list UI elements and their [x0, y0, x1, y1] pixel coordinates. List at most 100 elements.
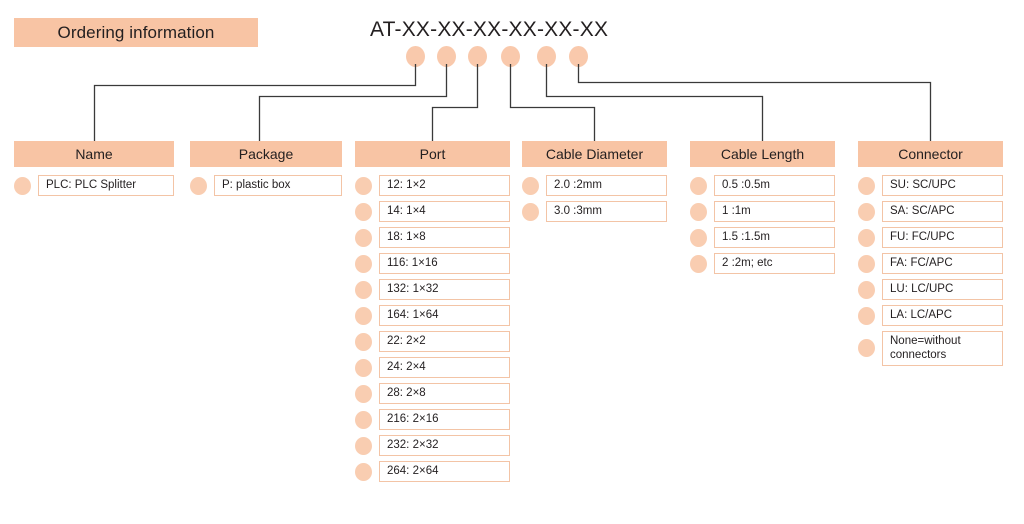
column-list-name: PLC: PLC Splitter: [14, 175, 174, 196]
list-item[interactable]: 3.0 :3mm: [522, 201, 667, 222]
column-cable-diameter: Cable Diameter 2.0 :2mm 3.0 :3mm: [522, 141, 667, 227]
bullet-icon: [858, 339, 875, 358]
bullet-icon: [858, 280, 875, 299]
list-item[interactable]: 132: 1×32: [355, 279, 510, 300]
column-header-cable-diameter: Cable Diameter: [522, 141, 667, 167]
column-package: Package P: plastic box: [190, 141, 342, 201]
column-list-cable-length: 0.5 :0.5m 1 :1m 1.5 :1.5m 2 :2m; etc: [690, 175, 835, 274]
list-item-label: LU: LC/UPC: [882, 279, 1003, 300]
bullet-icon: [14, 176, 31, 195]
list-item-label: 12: 1×2: [379, 175, 510, 196]
list-item[interactable]: SU: SC/UPC: [858, 175, 1003, 196]
bullet-icon: [355, 332, 372, 351]
list-item-label: 132: 1×32: [379, 279, 510, 300]
bullet-icon: [690, 176, 707, 195]
list-item[interactable]: 28: 2×8: [355, 383, 510, 404]
column-port: Port 12: 1×2 14: 1×4 18: 1×8 116: 1×16 1…: [355, 141, 510, 487]
bullet-icon: [858, 176, 875, 195]
list-item[interactable]: 1.5 :1.5m: [690, 227, 835, 248]
bullet-icon: [355, 254, 372, 273]
bullet-icon: [355, 410, 372, 429]
list-item-label: 24: 2×4: [379, 357, 510, 378]
list-item[interactable]: 12: 1×2: [355, 175, 510, 196]
part-segment-dot-2: [437, 46, 456, 67]
list-item[interactable]: 0.5 :0.5m: [690, 175, 835, 196]
part-segment-dot-1: [406, 46, 425, 67]
list-item-label: 2.0 :2mm: [546, 175, 667, 196]
list-item[interactable]: PLC: PLC Splitter: [14, 175, 174, 196]
list-item[interactable]: P: plastic box: [190, 175, 342, 196]
wire-to-package: [258, 64, 448, 141]
bullet-icon: [355, 280, 372, 299]
list-item-label: 22: 2×2: [379, 331, 510, 352]
list-item[interactable]: 232: 2×32: [355, 435, 510, 456]
column-list-cable-diameter: 2.0 :2mm 3.0 :3mm: [522, 175, 667, 222]
list-item-label: 14: 1×4: [379, 201, 510, 222]
list-item[interactable]: 18: 1×8: [355, 227, 510, 248]
wire-to-connector: [577, 64, 932, 141]
bullet-icon: [858, 254, 875, 273]
column-list-connector: SU: SC/UPC SA: SC/APC FU: FC/UPC FA: FC/…: [858, 175, 1003, 366]
part-segment-dot-4: [501, 46, 520, 67]
column-list-package: P: plastic box: [190, 175, 342, 196]
list-item-label: FA: FC/APC: [882, 253, 1003, 274]
wire-to-cable-length: [545, 64, 764, 141]
bullet-icon: [858, 228, 875, 247]
bullet-icon: [355, 176, 372, 195]
wire-to-port: [431, 64, 479, 141]
list-item[interactable]: SA: SC/APC: [858, 201, 1003, 222]
part-segment-dot-6: [569, 46, 588, 67]
bullet-icon: [522, 176, 539, 195]
bullet-icon: [355, 384, 372, 403]
part-number-code: AT-XX-XX-XX-XX-XX-XX: [370, 18, 609, 41]
list-item-label: 2 :2m; etc: [714, 253, 835, 274]
bullet-icon: [690, 202, 707, 221]
bullet-icon: [858, 306, 875, 325]
bullet-icon: [355, 436, 372, 455]
column-header-cable-length: Cable Length: [690, 141, 835, 167]
list-item[interactable]: 164: 1×64: [355, 305, 510, 326]
list-item-label: 232: 2×32: [379, 435, 510, 456]
column-header-package: Package: [190, 141, 342, 167]
bullet-icon: [355, 358, 372, 377]
list-item[interactable]: 24: 2×4: [355, 357, 510, 378]
wire-to-name: [93, 64, 417, 141]
list-item[interactable]: 2.0 :2mm: [522, 175, 667, 196]
list-item-label: 28: 2×8: [379, 383, 510, 404]
bullet-icon: [355, 228, 372, 247]
list-item-label: P: plastic box: [214, 175, 342, 196]
list-item[interactable]: None=without connectors: [858, 331, 1003, 366]
bullet-icon: [690, 228, 707, 247]
bullet-icon: [522, 202, 539, 221]
bullet-icon: [858, 202, 875, 221]
list-item[interactable]: 216: 2×16: [355, 409, 510, 430]
list-item[interactable]: LA: LC/APC: [858, 305, 1003, 326]
bullet-icon: [355, 306, 372, 325]
list-item[interactable]: 22: 2×2: [355, 331, 510, 352]
page-title-label: Ordering information: [57, 22, 215, 42]
list-item-label: 1 :1m: [714, 201, 835, 222]
list-item[interactable]: FA: FC/APC: [858, 253, 1003, 274]
list-item[interactable]: 14: 1×4: [355, 201, 510, 222]
list-item-label: SA: SC/APC: [882, 201, 1003, 222]
list-item[interactable]: 2 :2m; etc: [690, 253, 835, 274]
page-title: Ordering information: [14, 18, 258, 47]
list-item-label: 3.0 :3mm: [546, 201, 667, 222]
bullet-icon: [355, 462, 372, 481]
list-item-label: LA: LC/APC: [882, 305, 1003, 326]
list-item[interactable]: 116: 1×16: [355, 253, 510, 274]
wire-to-cable-diameter: [509, 64, 596, 141]
part-segment-dot-3: [468, 46, 487, 67]
list-item[interactable]: 1 :1m: [690, 201, 835, 222]
bullet-icon: [190, 176, 207, 195]
bullet-icon: [690, 254, 707, 273]
list-item-label: None=without connectors: [882, 331, 1003, 366]
list-item-label: 0.5 :0.5m: [714, 175, 835, 196]
list-item-label: 18: 1×8: [379, 227, 510, 248]
list-item[interactable]: 264: 2×64: [355, 461, 510, 482]
list-item-label: 216: 2×16: [379, 409, 510, 430]
list-item[interactable]: FU: FC/UPC: [858, 227, 1003, 248]
column-list-port: 12: 1×2 14: 1×4 18: 1×8 116: 1×16 132: 1…: [355, 175, 510, 482]
list-item[interactable]: LU: LC/UPC: [858, 279, 1003, 300]
